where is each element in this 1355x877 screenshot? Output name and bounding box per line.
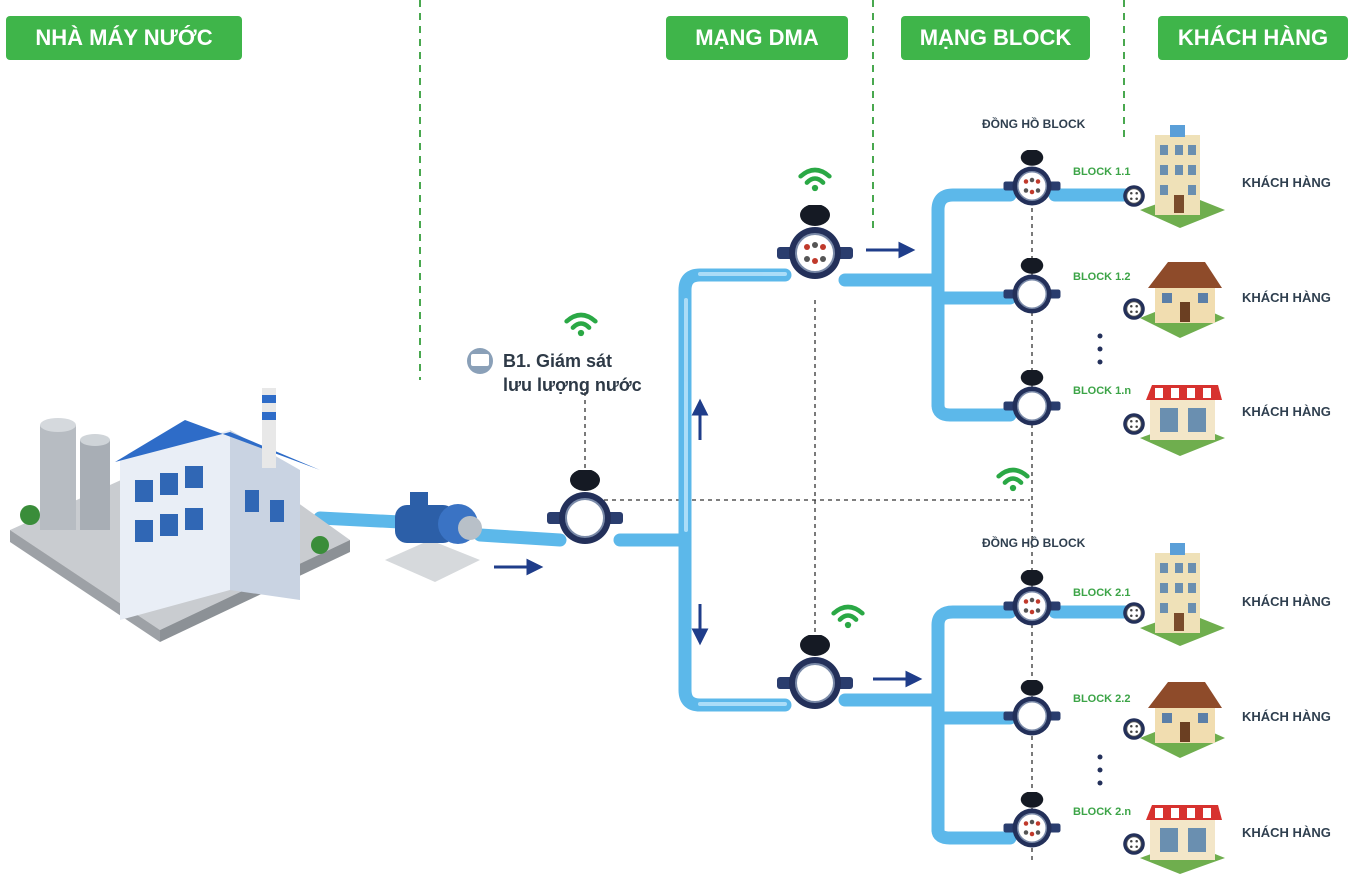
main-water-meter-icon [546, 470, 624, 545]
customer-label: KHÁCH HÀNG [1242, 709, 1331, 724]
customer-label: KHÁCH HÀNG [1242, 290, 1331, 305]
customer-label: KHÁCH HÀNG [1242, 594, 1331, 609]
monitor-icon [467, 348, 493, 374]
block-label: BLOCK 1.n [1073, 385, 1132, 397]
customer-label: KHÁCH HÀNG [1242, 404, 1331, 419]
monitor-label: B1. Giám sát lưu lượng nước [503, 349, 642, 397]
pump-icon [385, 492, 482, 582]
factory-icon [10, 388, 350, 642]
dma-meter-1-icon [776, 205, 854, 280]
customer-meter-icon [1122, 412, 1146, 436]
block-meter-label: ĐỒNG HỒ BLOCK [982, 536, 1086, 550]
header-customer: KHÁCH HÀNG [1158, 16, 1348, 60]
customer-meter-icon [1122, 601, 1146, 625]
customer-meter-icon [1122, 832, 1146, 856]
wifi-icon [834, 607, 863, 628]
header-block: MẠNG BLOCK [901, 16, 1090, 60]
block-meter-icon [1002, 258, 1062, 315]
customer-meter-icon [1122, 717, 1146, 741]
pipe-network [313, 188, 1142, 845]
house-icon [1140, 262, 1225, 338]
shop-icon [1140, 385, 1225, 456]
apartment-icon [1140, 125, 1225, 228]
shop-icon [1140, 805, 1225, 874]
header-plant: NHÀ MÁY NƯỚC [6, 16, 242, 60]
flow-arrows [494, 241, 923, 688]
block-label: BLOCK 1.2 [1073, 271, 1131, 283]
block-label: BLOCK 2.2 [1073, 693, 1131, 705]
customer-meter-icon [1122, 184, 1146, 208]
monitor-label-line1: B1. Giám sát [503, 351, 613, 371]
block-label: BLOCK 2.1 [1073, 587, 1131, 599]
customer-label: KHÁCH HÀNG [1242, 175, 1331, 190]
customer-label: KHÁCH HÀNG [1242, 825, 1331, 840]
block-label: BLOCK 1.1 [1073, 166, 1131, 178]
block-meter-icon [1002, 680, 1062, 737]
house-icon [1140, 682, 1225, 758]
wifi-icon [567, 315, 596, 336]
monitor-label-line2: lưu lượng nước [503, 375, 642, 395]
sensor-links [584, 200, 1033, 860]
apartment-icon [1140, 543, 1225, 646]
wifi-icon [801, 170, 830, 191]
customer-meter-icon [1122, 297, 1146, 321]
wifi-icon [999, 470, 1028, 491]
block-meter-label: ĐỒNG HỒ BLOCK [982, 117, 1086, 131]
header-dma: MẠNG DMA [666, 16, 848, 60]
block-label: BLOCK 2.n [1073, 806, 1132, 818]
